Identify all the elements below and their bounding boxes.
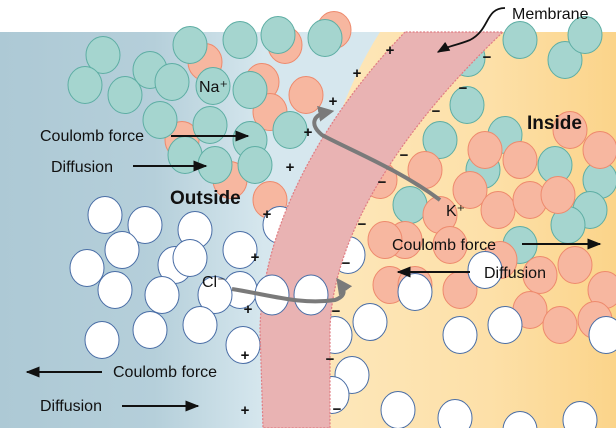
chloride-ion xyxy=(104,231,140,269)
potassium-ion xyxy=(502,141,538,179)
minus-charge-sign: − xyxy=(358,216,367,233)
potassium-ion-label: K⁺ xyxy=(446,203,465,220)
plus-charge-sign: + xyxy=(244,301,253,318)
sodium-ion xyxy=(67,66,103,104)
sodium-ion xyxy=(154,63,190,101)
chloride-ion xyxy=(437,399,473,428)
sodium-ion xyxy=(567,16,603,54)
membrane xyxy=(259,31,505,428)
potassium-ion xyxy=(552,111,588,149)
sodium-ion xyxy=(85,36,121,74)
sodium-ion xyxy=(272,111,308,149)
chloride-ion xyxy=(222,231,258,269)
chloride-ion xyxy=(380,391,416,428)
charge-signs: ++++++++++−−−−−−−−−− xyxy=(241,42,492,419)
sodium-coulomb-label: Coulomb force xyxy=(40,128,144,145)
chloride-ion-in-channel xyxy=(293,274,329,316)
plus-charge-sign: + xyxy=(251,249,260,266)
chloride-ion xyxy=(127,206,163,244)
sodium-ion xyxy=(502,21,538,59)
chloride-ion xyxy=(172,239,208,277)
sodium-ion xyxy=(167,136,203,174)
potassium-ion xyxy=(467,131,503,169)
sodium-ion xyxy=(142,101,178,139)
minus-charge-sign: − xyxy=(459,80,468,97)
sodium-ion xyxy=(422,121,458,159)
sodium-ion xyxy=(547,41,583,79)
plus-charge-sign: + xyxy=(329,93,338,110)
potassium-diffusion-label: Diffusion xyxy=(484,265,546,282)
plus-charge-sign: + xyxy=(241,402,250,419)
plus-charge-sign: + xyxy=(241,347,250,364)
potassium-coulomb-label: Coulomb force xyxy=(392,237,496,254)
minus-charge-sign: − xyxy=(326,351,335,368)
minus-charge-sign: − xyxy=(400,147,409,164)
sodium-ion xyxy=(192,106,228,144)
minus-charge-sign: − xyxy=(378,174,387,191)
chloride-ion xyxy=(588,316,616,354)
chloride-ion xyxy=(197,276,233,314)
plus-charge-sign: + xyxy=(286,159,295,176)
sodium-ion xyxy=(237,146,273,184)
chloride-ion xyxy=(562,401,598,428)
chloride-ion xyxy=(97,271,133,309)
chloride-ion xyxy=(132,311,168,349)
chloride-ion xyxy=(502,411,538,428)
potassium-ion xyxy=(432,226,468,264)
inside-label: Inside xyxy=(527,113,582,134)
chloride-diffusion-label: Diffusion xyxy=(40,398,102,415)
sodium-ion xyxy=(172,26,208,64)
chloride-ion xyxy=(487,306,523,344)
outside-label: Outside xyxy=(170,188,241,209)
chloride-ion xyxy=(397,273,433,311)
minus-charge-sign: − xyxy=(483,49,492,66)
sodium-ion-label: Na⁺ xyxy=(199,79,228,96)
sodium-ion xyxy=(222,21,258,59)
potassium-ion xyxy=(367,221,403,259)
chloride-path-arrow xyxy=(231,277,353,304)
chloride-ion xyxy=(87,196,123,234)
chloride-ion xyxy=(69,249,105,287)
potassium-ion xyxy=(288,76,324,114)
membrane-pointer-arrow xyxy=(436,7,506,53)
potassium-path-arrow xyxy=(312,105,442,202)
sodium-ion xyxy=(107,76,143,114)
sodium-ion xyxy=(260,16,296,54)
potassium-ion xyxy=(522,256,558,294)
minus-charge-sign: − xyxy=(333,401,342,418)
chloride-ion xyxy=(352,303,388,341)
chloride-ion xyxy=(467,251,503,289)
sodium-ion xyxy=(392,186,428,224)
potassium-ion xyxy=(540,176,576,214)
potassium-ion xyxy=(582,131,616,169)
sodium-diffusion-label: Diffusion xyxy=(51,159,113,176)
chloride-ion-label: Cl⁻ xyxy=(202,274,226,291)
potassium-ion xyxy=(480,191,516,229)
chloride-coulomb-label: Coulomb force xyxy=(113,364,217,381)
potassium-ion xyxy=(452,171,488,209)
minus-charge-sign: − xyxy=(432,103,441,120)
minus-charge-sign: − xyxy=(332,303,341,320)
chloride-ion xyxy=(182,306,218,344)
plus-charge-sign: + xyxy=(304,124,313,141)
sodium-ion xyxy=(307,19,343,57)
membrane-label: Membrane xyxy=(512,6,589,23)
chloride-ion xyxy=(442,316,478,354)
minus-charge-sign: − xyxy=(342,255,351,272)
potassium-ion xyxy=(542,306,578,344)
sodium-ion xyxy=(449,86,485,124)
chloride-ion xyxy=(144,276,180,314)
plus-charge-sign: + xyxy=(386,42,395,59)
chloride-ion xyxy=(84,321,120,359)
sodium-ion xyxy=(232,71,268,109)
plus-charge-sign: + xyxy=(353,65,362,82)
sodium-ion xyxy=(195,67,231,105)
plus-charge-sign: + xyxy=(263,206,272,223)
potassium-ion xyxy=(557,246,593,284)
